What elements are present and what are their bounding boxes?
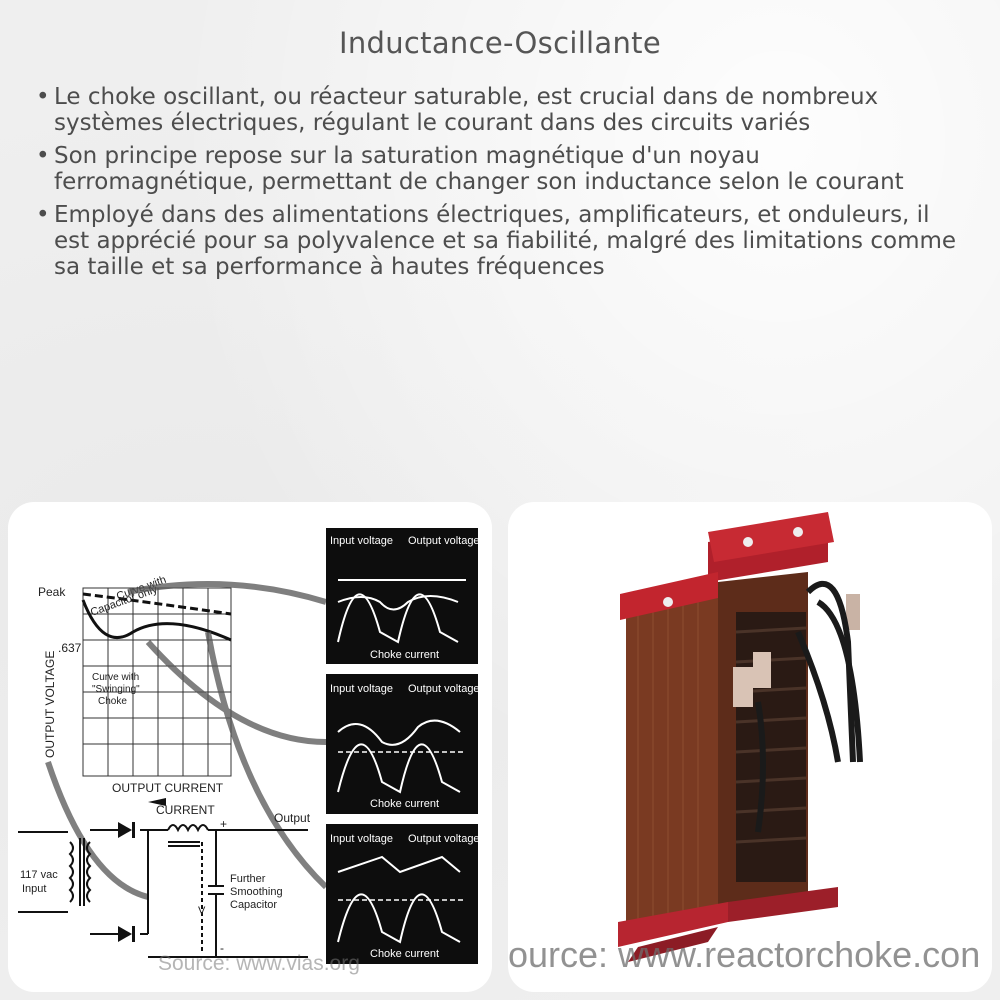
page-title: Inductance-Oscillante [339,26,661,60]
scope-2-choke: Choke current [370,798,439,810]
current-arrow-icon [148,798,166,806]
swinging-label-2: "Swinging" [92,684,140,695]
capacitor-only-curve [81,599,232,642]
circuit-schematic [18,824,308,958]
scope-panel-1: Input voltage Output voltage Choke curre… [326,528,480,664]
scope-1-choke: Choke current [370,649,439,661]
output-label: Output [274,811,311,825]
cap-label-2: Smoothing [230,886,283,898]
source-credit-right: ource: www.reactorchoke.con [508,934,981,975]
scope-3-output: Output voltage [408,833,480,845]
scope-panel-3: Input voltage Output voltage Choke curre… [326,824,480,964]
scope-panel-2: Input voltage Output voltage Choke curre… [326,674,480,814]
reactor-photo-card: ource: www.reactorchoke.con [508,502,992,992]
scope-1-input: Input voltage [330,535,393,547]
swinging-choke-diagram: Peak .637 Curve with Capacitor only Curv… [18,528,480,964]
bullet-item: Le choke oscillant, ou réacteur saturabl… [36,84,966,136]
cap-label-3: Capacitor [230,899,277,911]
minus-label: - [220,941,224,955]
v-label: V [198,905,206,917]
scope-2-input: Input voltage [330,683,393,695]
scope-3-input: Input voltage [330,833,393,845]
source-credit-left: Source: www.vias.org [158,952,360,975]
y-axis-label: OUTPUT VOLTAGE [43,651,57,758]
cap-label-1: Further [230,873,266,885]
value-637-label: .637 [58,641,82,655]
input-label-2: Input [22,883,46,895]
graph-grid [82,587,232,777]
bullet-item: Employé dans des alimentations électriqu… [36,202,966,280]
bullet-list: Le choke oscillant, ou réacteur saturabl… [36,84,966,287]
swinging-label-1: Curve with [92,672,139,683]
connector-arrows [45,581,329,900]
x-axis-label: OUTPUT CURRENT [112,781,224,795]
scope-2-output: Output voltage [408,683,480,695]
scope-1-output: Output voltage [408,535,480,547]
reactor-choke-photo [618,512,863,962]
current-label: CURRENT [156,803,215,817]
swinging-label-3: Choke [98,696,127,707]
diode-icons [118,798,166,942]
circuit-diagram-card: Peak .637 Curve with Capacitor only Curv… [8,502,492,992]
scope-3-choke: Choke current [370,948,439,960]
plus-label: + [220,817,227,831]
input-label-1: 117 vac [20,869,58,881]
peak-label: Peak [38,585,66,599]
bullet-item: Son principe repose sur la saturation ma… [36,143,966,195]
dashed-curve [82,592,232,616]
